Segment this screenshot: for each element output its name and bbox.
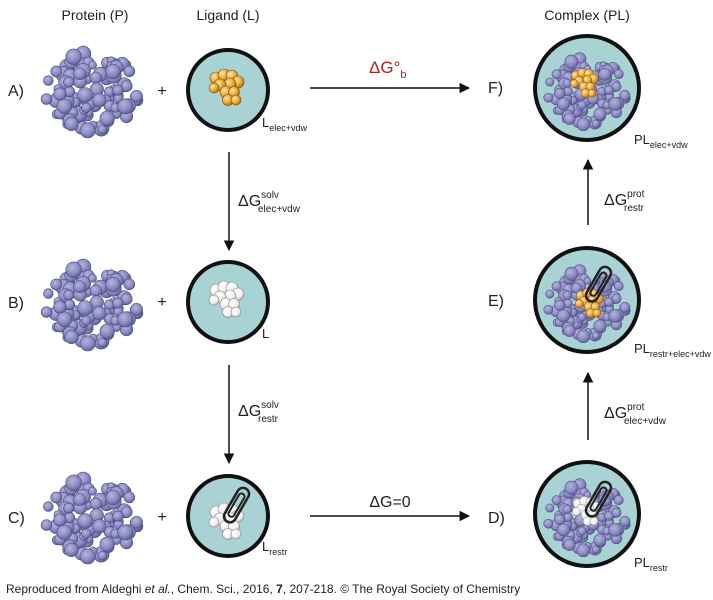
plus-sign-b: + xyxy=(157,294,166,311)
state-label-l-restr: Lrestr xyxy=(262,539,287,557)
row-label-f: F) xyxy=(488,80,503,97)
label-dg-binding: ΔG°b xyxy=(369,58,407,81)
complex-circle-f xyxy=(533,34,641,142)
row-label-e: E) xyxy=(488,293,504,310)
ligand-molecule-bound-gold xyxy=(570,68,599,98)
ligand-molecule-white xyxy=(208,280,245,318)
row-label-b: B) xyxy=(8,295,24,312)
header-complex: Complex (PL) xyxy=(544,7,630,23)
complex-circle-e xyxy=(533,246,641,354)
row-label-d: D) xyxy=(488,510,505,527)
ligand-molecule-gold xyxy=(208,68,245,106)
header-protein: Protein (P) xyxy=(62,7,129,23)
paperclip-icon xyxy=(584,480,613,518)
state-label-pl-elec-vdw: PLelec+vdw xyxy=(634,132,688,150)
protein-structure-c xyxy=(40,471,144,565)
paperclip-icon xyxy=(222,486,251,524)
plus-sign-a: + xyxy=(157,83,166,100)
citation: Reproduced from Aldeghi et al., Chem. Sc… xyxy=(6,582,520,596)
ligand-circle-a xyxy=(186,48,270,132)
state-label-l-elec-vdw: Lelec+vdw xyxy=(262,115,308,133)
ligand-circle-c xyxy=(186,474,270,558)
header-ligand: Ligand (L) xyxy=(196,7,259,23)
plus-sign-c: + xyxy=(157,509,166,526)
state-label-l: L xyxy=(262,326,269,341)
state-label-pl-restr: PLrestr xyxy=(634,555,668,573)
protein-structure-a xyxy=(40,45,144,139)
complex-circle-d xyxy=(533,460,641,568)
paperclip-icon xyxy=(584,265,613,303)
row-label-c: C) xyxy=(8,510,25,527)
state-label-pl-restr-elec-vdw: PLrestr+elec+vdw xyxy=(634,341,711,359)
ligand-circle-b xyxy=(186,260,270,344)
label-dg-zero: ΔG=0 xyxy=(369,494,410,511)
row-label-a: A) xyxy=(8,83,24,100)
protein-structure-b xyxy=(40,258,144,352)
